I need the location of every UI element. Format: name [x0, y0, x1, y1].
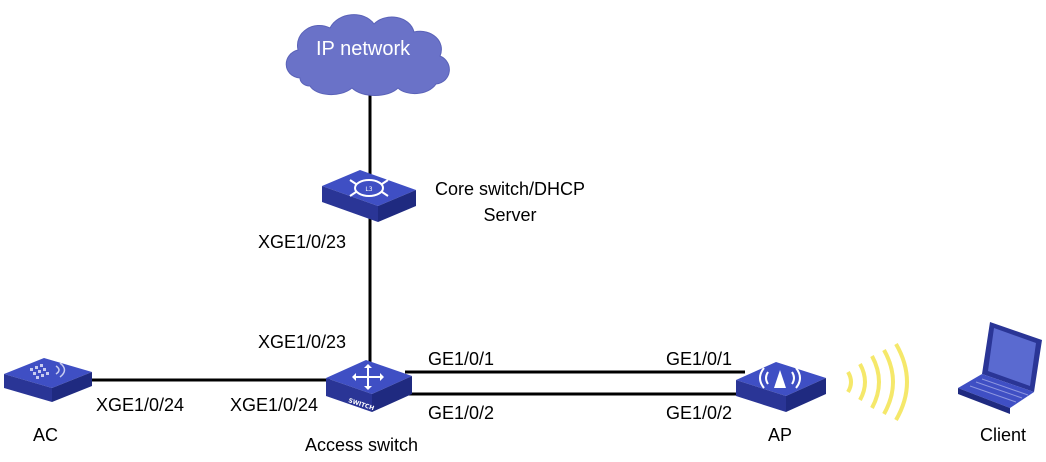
port-label-access-up: XGE1/0/23 — [258, 332, 347, 352]
svg-text:L3: L3 — [365, 186, 372, 193]
port-label-access-left: XGE1/0/24 — [230, 395, 319, 415]
core-switch-label: Core switch/DHCP Server — [420, 178, 600, 226]
core-switch-label-line1: Core switch/DHCP — [434, 179, 586, 199]
port-label-ap-ge1: GE1/0/1 — [666, 349, 733, 369]
port-label-ac: XGE1/0/24 — [96, 395, 185, 415]
port-label-core-down: XGE1/0/23 — [258, 232, 347, 252]
core-switch-icon: L3 — [322, 170, 416, 222]
access-point-icon — [736, 362, 826, 412]
ap-label: AP — [768, 425, 793, 445]
access-switch-icon: SWITCH — [326, 360, 412, 412]
cloud-icon — [285, 14, 450, 96]
client-label: Client — [980, 425, 1027, 445]
ac-label: AC — [33, 425, 59, 445]
port-label-access-ge1: GE1/0/1 — [428, 349, 495, 369]
core-switch-label-line2: Server — [483, 205, 537, 225]
wireless-controller-icon — [4, 358, 92, 402]
cloud-label: IP network — [316, 38, 411, 60]
access-switch-label: Access switch — [305, 435, 419, 455]
port-label-access-ge2: GE1/0/2 — [428, 403, 495, 423]
wireless-signal-icon — [846, 342, 909, 422]
port-label-ap-ge2: GE1/0/2 — [666, 403, 733, 423]
laptop-icon — [958, 322, 1042, 414]
